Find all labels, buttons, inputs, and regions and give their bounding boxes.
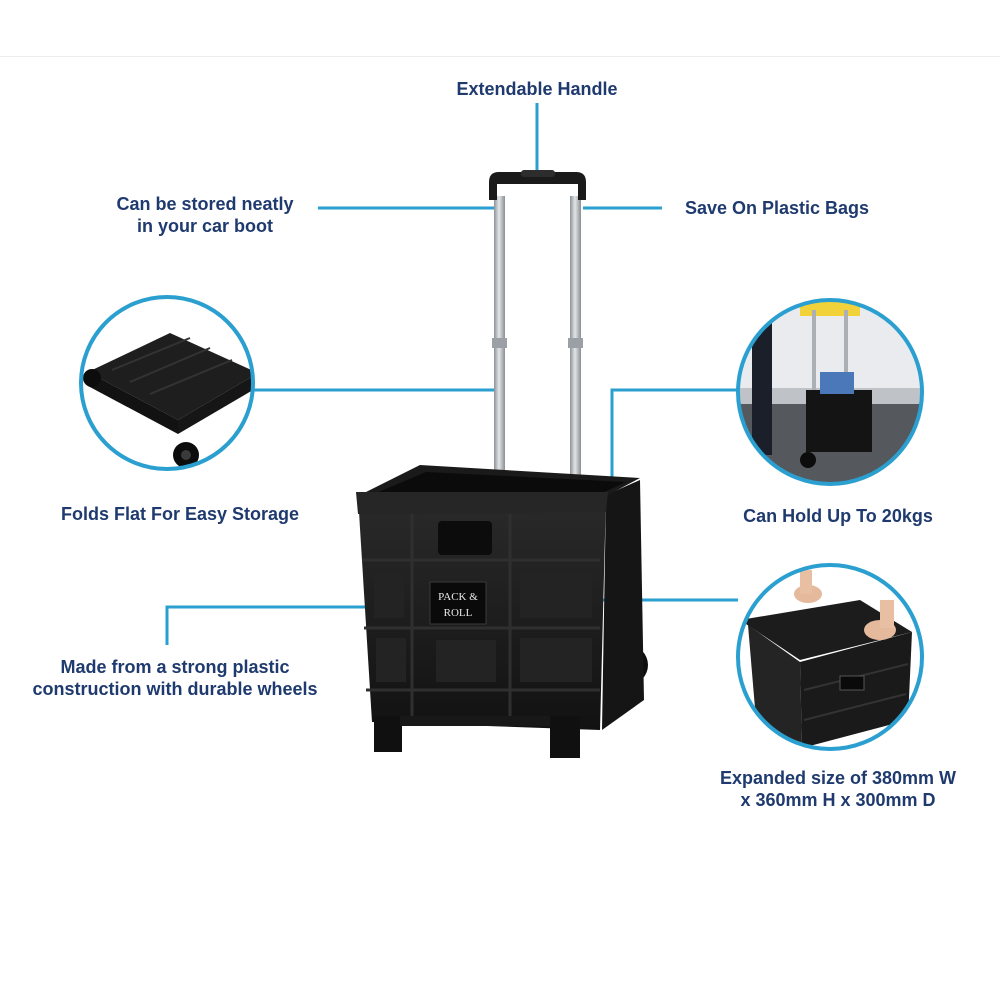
callout-expanded-size: Expanded size of 380mm W x 360mm H x 300…: [688, 767, 988, 811]
callout-text-line2: construction with durable wheels: [32, 679, 318, 699]
callout-text-line1: Made from a strong plastic: [60, 657, 290, 677]
leader-hold: [610, 388, 738, 480]
folded-flat-photo: [79, 295, 255, 471]
callout-capacity: Can Hold Up To 20kgs: [718, 505, 958, 527]
callout-text-line2: x 360mm H x 300mm D: [740, 790, 936, 810]
callout-plastic-bags: Save On Plastic Bags: [662, 197, 892, 219]
callout-text-line1: Expanded size of 380mm W: [719, 768, 957, 788]
crate-logo-line2: ROLL: [444, 607, 473, 619]
callout-text: Folds Flat For Easy Storage: [60, 504, 300, 524]
expanded-size-photo: [736, 563, 924, 751]
callout-folds-flat: Folds Flat For Easy Storage: [30, 503, 330, 525]
callout-text-line2: in your car boot: [136, 216, 273, 236]
car-boot-photo: [736, 298, 924, 486]
callout-construction: Made from a strong plastic construction …: [0, 656, 350, 700]
trolley-handle: [489, 170, 586, 476]
callout-extendable-handle: Extendable Handle: [437, 78, 637, 100]
crate-logo-line1: PACK &: [438, 591, 478, 603]
callout-text: Extendable Handle: [456, 79, 618, 99]
top-divider: [0, 56, 1000, 57]
callout-text: Can Hold Up To 20kgs: [743, 506, 933, 526]
trolley-crate: PACK & ROLL: [356, 465, 648, 758]
callout-car-boot-storage: Can be stored neatly in your car boot: [90, 193, 320, 237]
callout-text: Save On Plastic Bags: [684, 198, 870, 218]
callout-text-line1: Can be stored neatly: [116, 194, 294, 214]
leader-made: [165, 605, 380, 645]
